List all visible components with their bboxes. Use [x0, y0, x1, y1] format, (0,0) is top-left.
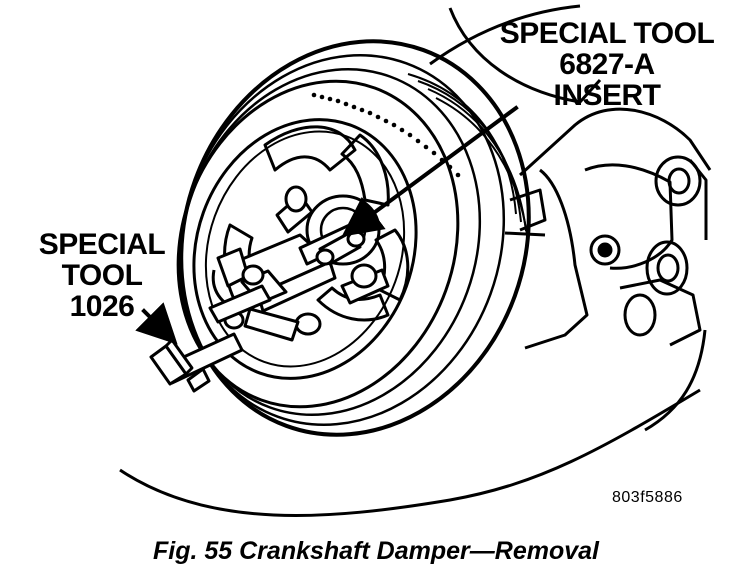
special-tool-1026-label-line-3: 1026: [69, 290, 135, 323]
figure-caption: Fig. 55 Crankshaft Damper—Removal: [153, 537, 599, 565]
timing-marks: [311, 92, 461, 178]
crankshaft-damper: [176, 39, 531, 437]
special-tool-6827a-label-line-1: SPECIAL TOOL: [499, 17, 715, 50]
special-tool-6827a-label-line-2: 6827-A: [559, 48, 655, 81]
special-tool-1026-label-line-2: TOOL: [61, 259, 143, 292]
special-tool-1026-label: SPECIAL TOOL 1026: [28, 229, 176, 322]
engine-block: [119, 4, 712, 517]
figure-code: 803f5886: [612, 489, 683, 506]
special-tool-6827a-label-line-3: INSERT: [553, 79, 661, 112]
special-tool-6827a-label: SPECIAL TOOL 6827-A INSERT: [498, 18, 716, 111]
callout-arrows: [135, 105, 519, 345]
special-tool-1026-label-line-1: SPECIAL: [38, 228, 166, 261]
